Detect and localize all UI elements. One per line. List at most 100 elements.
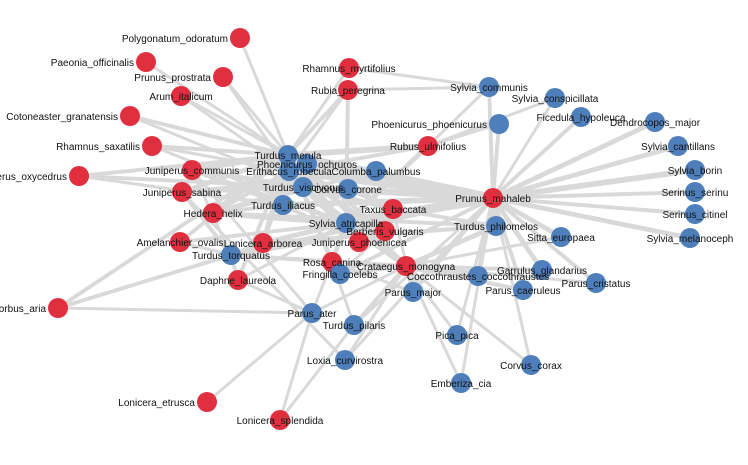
node-Polygonatum_odoratum[interactable] [230, 28, 250, 48]
edge-Prunus_mahaleb-Sylvia_cantillans [490, 143, 681, 201]
node-Turdus_pilaris[interactable] [344, 315, 364, 335]
node-Lonicera_etrusca[interactable] [197, 392, 217, 412]
node-Sitta_europaea[interactable] [551, 227, 571, 247]
edge-Crataegus_monogyna-Loxia_curvirostra [343, 264, 408, 362]
node-Sorbus_aria[interactable] [48, 298, 68, 318]
node-Sylvia_cantillans[interactable] [668, 136, 688, 156]
node-Pica_pica[interactable] [447, 325, 467, 345]
label-Sylvia_cantillans: Sylvia_cantillans [641, 142, 715, 153]
label-Juniperus_phoenicea: Juniperus_phoenicea [311, 238, 407, 249]
node-Rubus_ulmifolius[interactable] [418, 136, 438, 156]
label-Lonicera_etrusca: Lonicera_etrusca [118, 398, 195, 409]
edge-Prunus_mahaleb-Dendrocopos_major [490, 119, 658, 201]
node-Coccothraustes_coccothraustes[interactable] [468, 266, 488, 286]
label-Amelanchier_ovalis: Amelanchier_ovalis [137, 238, 224, 249]
label-Parus_caeruleus: Parus_caeruleus [485, 286, 560, 297]
node-Juniperus_phoenicea[interactable] [349, 232, 369, 252]
node-Turdus_torquatus[interactable] [221, 245, 241, 265]
node-Corvus_corax[interactable] [521, 355, 541, 375]
label-Rhamnus_saxatilis: Rhamnus_saxatilis [56, 142, 140, 153]
node-Sylvia_conspicillata[interactable] [545, 88, 565, 108]
node-Parus_major[interactable] [403, 282, 423, 302]
node-Crataegus_monogyna[interactable] [396, 256, 416, 276]
node-Rubia_peregrina[interactable] [338, 80, 358, 100]
label-Sylvia_atricapilla: Sylvia_atricapilla [309, 219, 384, 230]
edge-Rubus_ulmifolius-Sylvia_communis [426, 85, 491, 148]
edge-Juniperus_phoenicea-Turdus_iliacus [281, 203, 361, 244]
edge-Rubia_peregrina-Sylvia_communis [346, 85, 491, 92]
edge-Taxus_baccata-Turdus_philomelos [391, 207, 498, 228]
edge-Lonicera_splendida-Turdus_pilaris [278, 323, 356, 422]
edge-Crataegus_monogyna-Parus_cristatus [404, 264, 598, 285]
node-Turdus_viscivorus[interactable] [293, 177, 313, 197]
label-Polygonatum_odoratum: Polygonatum_odoratum [122, 34, 228, 45]
node-Rhamnus_myrtifolius[interactable] [339, 58, 359, 78]
node-Fringilla_coelebs[interactable] [330, 264, 350, 284]
label-Taxus_baccata: Taxus_baccata [360, 205, 427, 216]
edge-Polygonatum_odoratum-Turdus_merula [238, 36, 290, 157]
node-layer [48, 28, 705, 430]
label-Rubus_ulmifolius: Rubus_ulmifolius [390, 142, 466, 153]
node-Phoenicurus_ochruros[interactable] [297, 154, 317, 174]
node-Columba_palumbus[interactable] [366, 161, 386, 181]
label-Prunus_mahaleb: Prunus_mahaleb [455, 194, 531, 205]
node-Berberis_vulgaris[interactable] [375, 221, 395, 241]
node-Ficedula_hypoleuca[interactable] [571, 107, 591, 127]
node-Turdus_philomelos[interactable] [486, 216, 506, 236]
edge-Crataegus_monogyna-Parus_ater [310, 264, 408, 315]
label-Turdus_pilaris: Turdus_pilaris [323, 321, 385, 332]
label-Sylvia_conspicillata: Sylvia_conspicillata [512, 94, 599, 105]
node-Juniperus_sabina[interactable] [172, 182, 192, 202]
label-Fringilla_coelebs: Fringilla_coelebs [302, 270, 377, 281]
node-Parus_cristatus[interactable] [586, 273, 606, 293]
node-Sylvia_melanocephala[interactable] [680, 228, 700, 248]
node-Serinus_citinella[interactable] [685, 204, 705, 224]
edge-Daphne_laureola-Sylvia_atricapilla [236, 221, 348, 282]
node-Daphne_laureola[interactable] [228, 270, 248, 290]
node-Sylvia_atricapilla[interactable] [336, 213, 356, 233]
node-Arum_italicum[interactable] [171, 86, 191, 106]
edge-Rhamnus_myrtifolius-Turdus_merula [286, 66, 351, 157]
node-Emberiza_cia[interactable] [451, 373, 471, 393]
node-Paeonia_officinalis[interactable] [136, 52, 156, 72]
node-Prunus_prostrata[interactable] [213, 67, 233, 87]
node-Erithacus_rubecula[interactable] [279, 161, 299, 181]
edge-Prunus_mahaleb-Turdus_pilaris [352, 196, 495, 327]
node-Serinus_serinus[interactable] [685, 182, 705, 202]
edge-Prunus_mahaleb-Fringilla_coelebs [338, 196, 495, 276]
node-Rhamnus_saxatilis[interactable] [142, 136, 162, 156]
node-Hedera_helix[interactable] [203, 203, 223, 223]
node-Parus_caeruleus[interactable] [513, 280, 533, 300]
node-Garrulus_glandarius[interactable] [532, 260, 552, 280]
node-Amelanchier_ovalis[interactable] [170, 232, 190, 252]
edge-Cotoneaster_granatensis-Turdus_merula [128, 114, 290, 157]
edge-Prunus_mahaleb-Ficedula_hypoleuca [491, 115, 583, 200]
label-Turdus_iliacus: Turdus_iliacus [251, 201, 315, 212]
label-Lonicera_splendida: Lonicera_splendida [237, 416, 324, 427]
node-Taxus_baccata[interactable] [383, 199, 403, 219]
edge-Prunus_mahaleb-Garrulus_glandarius [490, 195, 545, 273]
node-Lonicera_splendida[interactable] [270, 410, 290, 430]
node-Parus_ater[interactable] [302, 303, 322, 323]
label-Paeonia_officinalis: Paeonia_officinalis [51, 58, 134, 69]
node-Lonicera_arborea[interactable] [253, 233, 273, 253]
label-Hedera_helix: Hedera_helix [184, 209, 243, 220]
node-Sylvia_communis[interactable] [479, 77, 499, 97]
node-Corvus_corone[interactable] [338, 179, 358, 199]
node-Loxia_curvirostra[interactable] [335, 350, 355, 370]
node-Phoenicurus_phoenicurus[interactable] [489, 114, 509, 134]
label-Corvus_corone: Corvus_corone [314, 185, 382, 196]
node-Dendrocopos_major[interactable] [645, 112, 665, 132]
label-Columba_palumbus: Columba_palumbus [332, 167, 421, 178]
node-Turdus_merula[interactable] [278, 145, 298, 165]
node-Turdus_iliacus[interactable] [273, 195, 293, 215]
node-Prunus_mahaleb[interactable] [483, 188, 503, 208]
node-Juniperus_communis[interactable] [182, 160, 202, 180]
edge-Crataegus_monogyna-Turdus_torquatus [229, 253, 408, 268]
node-Juniperus_oxycedrus[interactable] [69, 166, 89, 186]
node-Sylvia_borin[interactable] [685, 160, 705, 180]
edge-Sorbus_aria-Parus_ater [56, 306, 314, 315]
label-Crataegus_monogyna: Crataegus_monogyna [357, 262, 456, 273]
label-layer: Polygonatum_odoratumPaeonia_officinalisP… [0, 34, 733, 427]
node-Cotoneaster_granatensis[interactable] [120, 106, 140, 126]
